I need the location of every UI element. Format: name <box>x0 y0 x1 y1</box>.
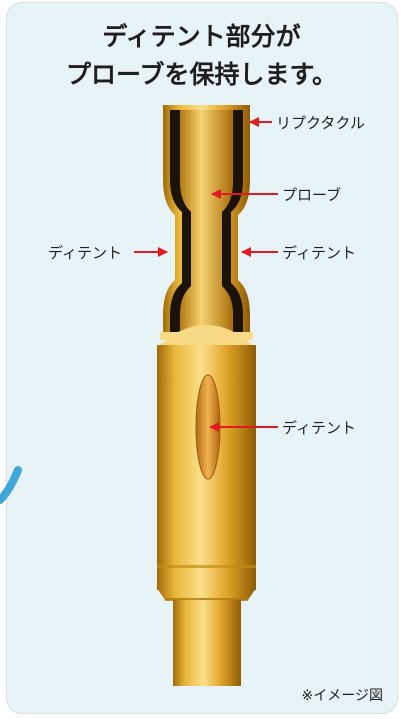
label-detent-left: ディテント <box>48 244 122 262</box>
receptacle-flare <box>157 325 256 348</box>
barrel-taper <box>157 588 256 600</box>
barrel-band-2 <box>165 598 248 601</box>
blue-accent-curve <box>0 466 22 504</box>
title-line-1: ディテント部分が <box>102 22 301 51</box>
diagram-title: ディテント部分が プローブを保持します。 <box>0 18 403 94</box>
title-line-2: プローブを保持します。 <box>65 60 337 89</box>
receptacle-tail <box>173 600 241 686</box>
label-detent-center: ディテント <box>282 419 356 437</box>
label-detent-right: ディテント <box>282 244 356 262</box>
image-note: ※イメージ図 <box>301 688 383 704</box>
label-receptacle: リプクタクル <box>276 114 365 132</box>
barrel-band-1 <box>157 565 256 568</box>
label-probe: プローブ <box>282 186 341 204</box>
probe-rod <box>180 110 233 334</box>
